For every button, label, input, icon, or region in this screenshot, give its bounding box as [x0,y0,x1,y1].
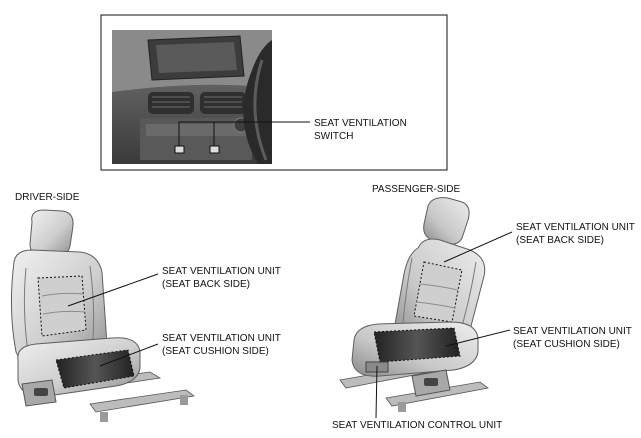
passenger-back-label-line1: SEAT VENTILATION UNIT [516,222,635,233]
switch-label-line2: SWITCH [314,131,354,142]
driver-back-label-line1: SEAT VENTILATION UNIT [162,266,281,277]
center-vent-right [200,92,246,114]
control-unit-label: SEAT VENTILATION CONTROL UNIT [332,420,503,431]
passenger-side-heading: PASSENGER-SIDE [372,184,461,195]
passenger-back-label-line2: (SEAT BACK SIDE) [516,235,604,246]
driver-cushion-label-line2: (SEAT CUSHION SIDE) [162,346,269,357]
passenger-headrest [423,197,470,245]
passenger-leaders [375,231,513,419]
driver-headrest [29,209,74,257]
switch-leaders [178,121,310,146]
driver-leaders [67,273,159,367]
driver-side-heading: DRIVER-SIDE [15,192,80,203]
passenger-cushion-label-line2: (SEAT CUSHION SIDE) [513,339,620,350]
ventilation-switch-passenger [209,145,220,154]
driver-cushion-label-line1: SEAT VENTILATION UNIT [162,333,281,344]
driver-back-label-line2: (SEAT BACK SIDE) [162,279,250,290]
passenger-cushion-ventilation-unit [373,327,461,363]
dashboard-inset [100,14,448,171]
ventilation-switch-driver [174,145,185,154]
driver-back-ventilation-unit [37,275,87,337]
switch-label-line1: SEAT VENTILATION [314,118,407,129]
driver-seat [10,209,195,422]
steering-wheel [243,30,272,164]
passenger-seat [339,197,513,419]
center-vent-left [148,92,194,114]
passenger-cushion-label-line1: SEAT VENTILATION UNIT [513,326,632,337]
center-display-glass [156,42,237,73]
driver-cushion-ventilation-unit [55,349,135,389]
